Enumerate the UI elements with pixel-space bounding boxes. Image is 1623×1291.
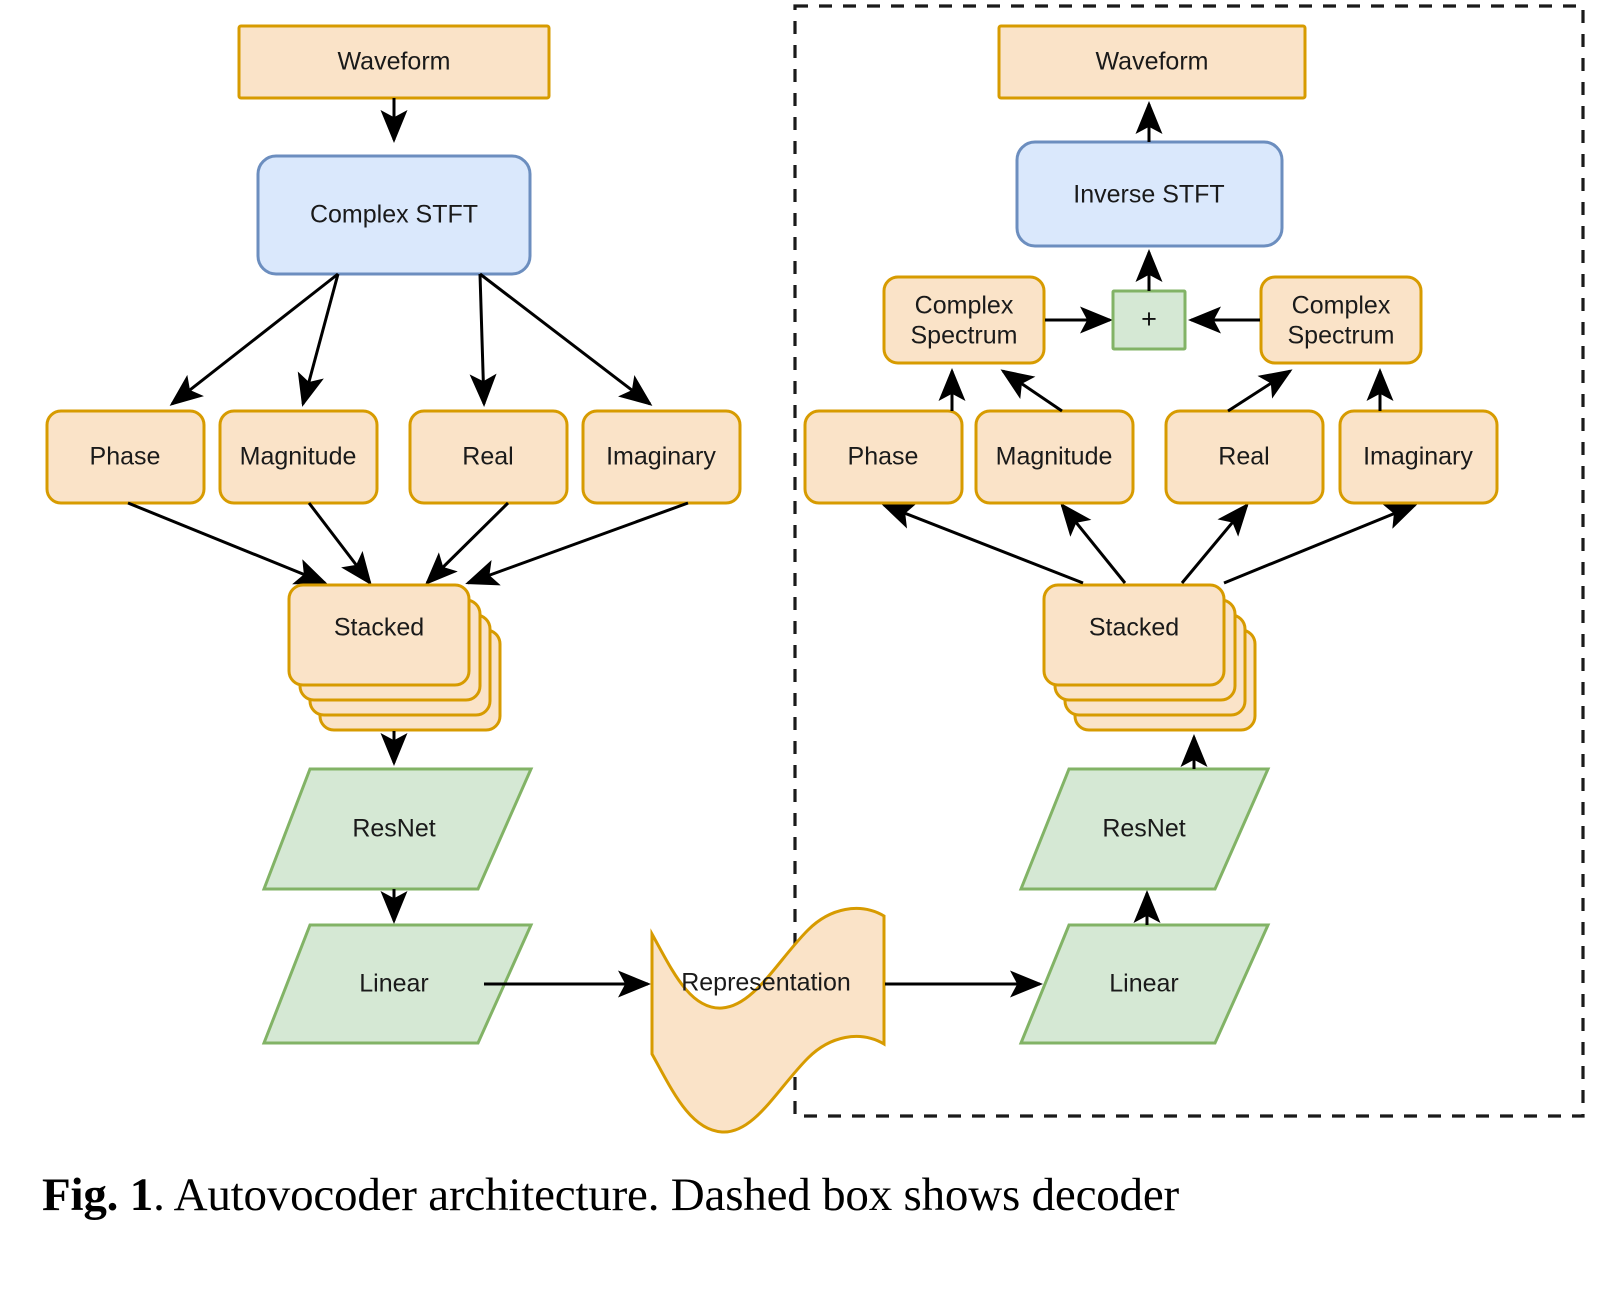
decoder-complex-spectrum-left-line1: Complex xyxy=(915,292,1014,320)
arrow-magnitude-to-complex-spectrum-left xyxy=(1000,369,1063,413)
decoder-phase-label: Phase xyxy=(848,443,919,471)
arrow-real-to-stacked xyxy=(424,501,510,586)
decoder-waveform-label: Waveform xyxy=(1096,48,1209,76)
encoder-phase-label: Phase xyxy=(90,443,161,471)
decoder-real-label: Real xyxy=(1218,443,1269,471)
decoder-inverse-stft-node[interactable]: Inverse STFT xyxy=(1015,140,1284,248)
encoder-magnitude-label: Magnitude xyxy=(240,443,357,471)
encoder-real-label: Real xyxy=(462,443,513,471)
encoder-resnet-label: ResNet xyxy=(352,815,435,843)
encoder-imaginary-node[interactable]: Imaginary xyxy=(581,409,742,505)
decoder-stacked-label: Stacked xyxy=(1089,614,1179,642)
figure-caption: Fig. 1. Autovocoder architecture. Dashed… xyxy=(42,1168,1602,1222)
encoder-waveform-label: Waveform xyxy=(338,48,451,76)
encoder-linear-node[interactable]: Linear xyxy=(261,923,534,1045)
decoder-phase-node[interactable]: Phase xyxy=(803,409,964,505)
figure-caption-prefix: Fig. 1 xyxy=(42,1169,154,1221)
encoder-resnet-node[interactable]: ResNet xyxy=(261,767,534,891)
arrow-stft-to-real xyxy=(469,273,497,407)
encoder-complex-stft-label: Complex STFT xyxy=(310,201,478,229)
decoder-real-node[interactable]: Real xyxy=(1164,409,1325,505)
encoder-linear-label: Linear xyxy=(359,970,429,998)
decoder-stacked-node[interactable]: Stacked xyxy=(1042,583,1257,732)
decoder-waveform-node[interactable]: Waveform xyxy=(997,24,1307,100)
arrow-decoder-stacked-to-imaginary xyxy=(1223,503,1418,585)
arrow-imaginary-to-stacked xyxy=(465,501,689,586)
arrow-decoder-stacked-to-magnitude xyxy=(1060,502,1127,584)
encoder-phase-node[interactable]: Phase xyxy=(45,409,206,505)
encoder-stacked-label: Stacked xyxy=(334,614,424,642)
decoder-inverse-stft-label: Inverse STFT xyxy=(1073,181,1224,209)
decoder-resnet-node[interactable]: ResNet xyxy=(1018,767,1271,891)
architecture-diagram: Waveform Complex STFT Phase Magnitude Re… xyxy=(45,4,1585,1134)
decoder-complex-spectrum-right-line2: Spectrum xyxy=(1288,322,1395,350)
decoder-sum-node[interactable]: + xyxy=(1111,289,1187,351)
decoder-complex-spectrum-right-node[interactable]: Complex Spectrum xyxy=(1259,275,1423,365)
representation-label: Representation xyxy=(681,969,851,997)
decoder-linear-label: Linear xyxy=(1109,970,1179,998)
decoder-linear-node[interactable]: Linear xyxy=(1018,923,1271,1045)
arrow-stft-to-imaginary xyxy=(479,272,653,406)
decoder-magnitude-label: Magnitude xyxy=(996,443,1113,471)
encoder-imaginary-label: Imaginary xyxy=(606,443,716,471)
arrow-decoder-stacked-to-real xyxy=(1180,502,1249,584)
decoder-complex-spectrum-right-line1: Complex xyxy=(1292,292,1391,320)
encoder-waveform-node[interactable]: Waveform xyxy=(237,24,551,100)
arrow-real-to-complex-spectrum-right xyxy=(1227,369,1293,413)
decoder-sum-label: + xyxy=(1141,304,1157,334)
arrow-decoder-stacked-to-phase xyxy=(881,503,1084,585)
figure-caption-text: . Autovocoder architecture. Dashed box s… xyxy=(153,1169,1179,1221)
arrow-stft-to-phase xyxy=(169,272,339,406)
encoder-complex-stft-node[interactable]: Complex STFT xyxy=(256,154,532,276)
decoder-dashed-boundary xyxy=(793,4,1585,1118)
encoder-stacked-card-1 xyxy=(287,583,471,687)
encoder-real-node[interactable]: Real xyxy=(408,409,569,505)
decoder-imaginary-label: Imaginary xyxy=(1363,443,1473,471)
decoder-imaginary-node[interactable]: Imaginary xyxy=(1338,409,1499,505)
arrow-magnitude-to-stacked xyxy=(307,502,372,586)
decoder-magnitude-node[interactable]: Magnitude xyxy=(974,409,1135,505)
decoder-stacked-card-1 xyxy=(1042,583,1226,687)
decoder-resnet-label: ResNet xyxy=(1102,815,1185,843)
representation-node[interactable]: Representation xyxy=(650,907,886,1134)
encoder-magnitude-node[interactable]: Magnitude xyxy=(218,409,379,505)
arrow-stft-to-magnitude xyxy=(297,273,340,407)
arrow-phase-to-stacked xyxy=(127,501,328,585)
decoder-complex-spectrum-left-node[interactable]: Complex Spectrum xyxy=(882,275,1046,365)
decoder-complex-spectrum-left-line2: Spectrum xyxy=(911,322,1018,350)
encoder-stacked-node[interactable]: Stacked xyxy=(287,583,502,732)
